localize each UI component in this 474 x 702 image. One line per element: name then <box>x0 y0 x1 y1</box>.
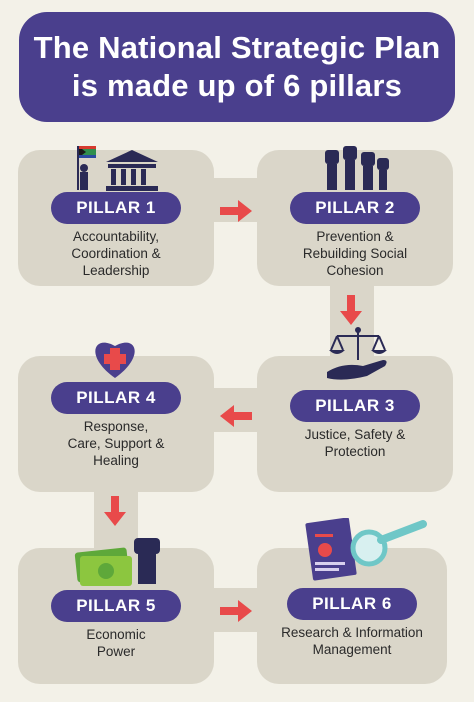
arrow-right-1-to-2 <box>220 200 252 222</box>
arrow-left-3-to-4 <box>220 405 252 427</box>
pillar-4-label: PILLAR 4 <box>51 382 181 414</box>
money-fist-icon <box>74 538 160 586</box>
pillar-1-card: PILLAR 1 Accountability, Coordination & … <box>18 146 214 286</box>
pillar-5-label: PILLAR 5 <box>51 590 181 622</box>
pillar-2-label: PILLAR 2 <box>290 192 420 224</box>
pillar-5-description: Economic Power <box>86 627 146 659</box>
title-line-2: is made up of 6 pillars <box>71 68 403 103</box>
pillar-6-card: PILLAR 6 Research & Information Manageme… <box>257 518 447 684</box>
pillar-1-description: Accountability, Coordination & Leadershi… <box>71 229 161 278</box>
title-line-1: The National Strategic Plan <box>33 30 441 65</box>
arrow-down-2-to-3 <box>340 295 362 325</box>
pillar-2-description: Prevention & Rebuilding Social Cohesion <box>302 229 408 278</box>
pillar-4-description: Response, Care, Support & Healing <box>67 419 165 468</box>
pillar-6-description: Research & Information Management <box>281 625 423 657</box>
pillar-3-card: PILLAR 3 Justice, Safety & Protection <box>257 327 453 492</box>
arrow-down-4-to-5 <box>104 496 126 526</box>
title-banner: The National Strategic Plan is made up o… <box>19 12 455 122</box>
pillar-6-label: PILLAR 6 <box>287 588 417 620</box>
pillar-4-card: PILLAR 4 Response, Care, Support & Heali… <box>18 342 214 492</box>
pillar-3-label: PILLAR 3 <box>290 390 420 422</box>
government-building-flag-icon <box>77 146 158 191</box>
report-magnifier-icon <box>305 518 427 581</box>
raised-fists-icon <box>325 146 389 190</box>
pillar-5-card: PILLAR 5 Economic Power <box>18 538 214 684</box>
arrow-right-5-to-6 <box>220 600 252 622</box>
pillar-1-label: PILLAR 1 <box>51 192 181 224</box>
pillar-3-description: Justice, Safety & Protection <box>304 427 406 459</box>
pillar-2-card: PILLAR 2 Prevention & Rebuilding Social … <box>257 146 453 286</box>
scales-of-justice-hand-icon <box>327 327 387 380</box>
heart-cross-icon <box>95 342 135 378</box>
